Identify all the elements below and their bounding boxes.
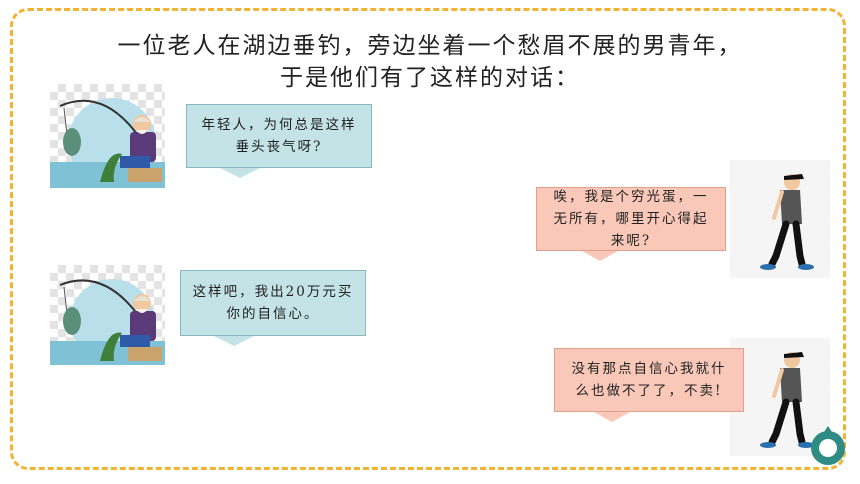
bubble-text: 没有那点自信心我就什么也做不了了，不卖! (571, 361, 727, 399)
bubble-tail (582, 251, 618, 261)
speech-bubble-old-man-2: 这样吧，我出20万元买你的自信心。 (180, 270, 366, 336)
speech-bubble-old-man-1: 年轻人，为何总是这样垂头丧气呀? (186, 104, 372, 168)
old-man-fishing-image-2 (50, 265, 165, 365)
bubble-tail (594, 412, 630, 422)
bubble-text: 年轻人，为何总是这样垂头丧气呀? (201, 117, 357, 155)
young-man-image-1 (730, 160, 830, 278)
old-man-fishing-image-1 (50, 84, 165, 188)
dashed-frame (10, 8, 846, 470)
title-line-2: 于是他们有了这样的对话： (280, 65, 580, 91)
young-man-image-2 (730, 338, 830, 456)
speech-bubble-young-man-2: 没有那点自信心我就什么也做不了了，不卖! (554, 348, 744, 412)
bubble-text: 唉，我是个穷光蛋，一无所有，哪里开心得起来呢? (553, 189, 709, 249)
speech-bubble-young-man-1: 唉，我是个穷光蛋，一无所有，哪里开心得起来呢? (536, 187, 726, 251)
title-line-1: 一位老人在湖边垂钓，旁边坐着一个愁眉不展的男青年， (117, 33, 743, 59)
bubble-text: 这样吧，我出20万元买你的自信心。 (192, 284, 354, 322)
bubble-tail (214, 336, 254, 346)
corner-emblem-icon (811, 426, 845, 465)
page-title: 一位老人在湖边垂钓，旁边坐着一个愁眉不展的男青年， 于是他们有了这样的对话： (40, 30, 820, 94)
bubble-tail (220, 168, 260, 178)
